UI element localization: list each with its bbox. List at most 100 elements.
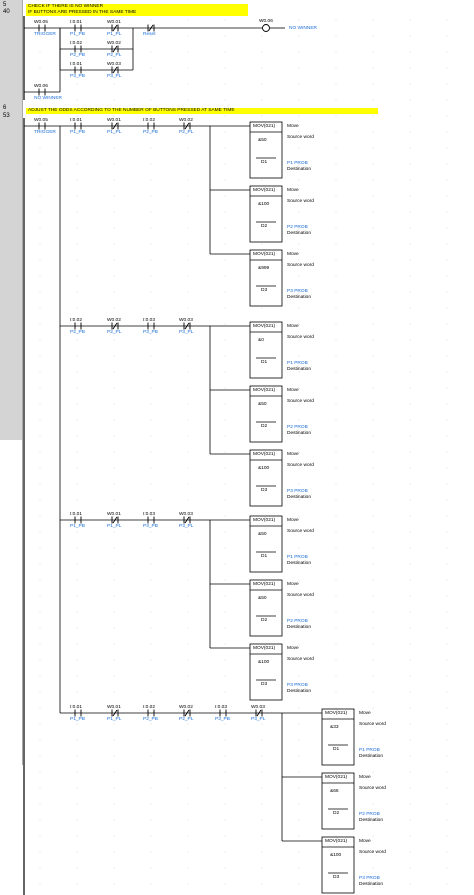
rung-6-group-2-contact-2[interactable] xyxy=(111,322,119,330)
rung-6-group-4-mov-2-block[interactable] xyxy=(321,772,355,830)
rung-6-group-2-mov-2-block[interactable] xyxy=(249,385,283,443)
rung-6-group-2-contact-4[interactable] xyxy=(183,322,191,330)
grid-dot xyxy=(224,243,226,245)
grid-dot xyxy=(39,19,41,21)
grid-dot xyxy=(224,355,226,357)
rung-6-group-3-contact-3[interactable] xyxy=(147,516,155,524)
grid-dot xyxy=(187,227,189,229)
grid-dot xyxy=(150,195,152,197)
grid-dot xyxy=(150,883,152,885)
rung-6-group-4-contact-5[interactable] xyxy=(219,709,227,717)
grid-dot xyxy=(224,371,226,373)
mov-source-value: &0 xyxy=(258,338,264,343)
rung-5-trigger-contact-address: W0.05 xyxy=(34,20,48,25)
grid-dot xyxy=(150,163,152,165)
grid-dot xyxy=(224,707,226,709)
grid-dot xyxy=(261,51,263,53)
rung-5-p1-pl-contact[interactable] xyxy=(111,24,119,32)
grid-dot xyxy=(372,611,374,613)
grid-dot xyxy=(187,851,189,853)
grid-dot xyxy=(261,35,263,37)
rung-6-group-4-contact-6[interactable] xyxy=(255,709,263,717)
rung-6-group-4-mov-1-block[interactable] xyxy=(321,708,355,766)
grid-dot xyxy=(39,627,41,629)
grid-dot xyxy=(298,867,300,869)
grid-dot xyxy=(335,131,337,133)
rung-6-group-2-mov-3-block[interactable] xyxy=(249,449,283,507)
grid-dot xyxy=(446,179,448,181)
mov-source-value: &50 xyxy=(258,532,267,537)
grid-dot xyxy=(409,803,411,805)
rung-5-p3-pl-contact[interactable] xyxy=(111,66,119,74)
grid-dot xyxy=(150,819,152,821)
grid-dot xyxy=(76,691,78,693)
mov-source-description: Source word xyxy=(287,463,314,468)
mov-destination-value: D3 xyxy=(333,875,340,880)
rung-5-trigger-contact[interactable] xyxy=(38,24,46,32)
grid-dot xyxy=(39,659,41,661)
rung-6-group-3-mov-2-block[interactable] xyxy=(249,579,283,637)
rung-6-group-1-contact-1[interactable] xyxy=(74,122,82,130)
grid-dot xyxy=(372,307,374,309)
rung-6-group-4-contact-2[interactable] xyxy=(111,709,119,717)
grid-dot xyxy=(409,371,411,373)
grid-dot xyxy=(39,51,41,53)
rung-6-group-4-contact-3[interactable] xyxy=(147,709,155,717)
grid-dot xyxy=(298,515,300,517)
rung-6-group-3-contact-1[interactable] xyxy=(74,516,82,524)
rung-6-group-1-contact-2[interactable] xyxy=(111,122,119,130)
mov-source-description: Source word xyxy=(287,263,314,268)
rung-6-group-1-mov-1-block[interactable] xyxy=(249,121,283,179)
rung-5-no-winner-coil[interactable] xyxy=(262,24,270,32)
grid-dot xyxy=(150,707,152,709)
rung-6-group-2-contact-1[interactable] xyxy=(74,322,82,330)
rung-5-seal-contact[interactable] xyxy=(38,88,46,96)
grid-dot xyxy=(39,739,41,741)
grid-dot xyxy=(76,83,78,85)
rung-6-group-3-contact-2[interactable] xyxy=(111,516,119,524)
grid-dot xyxy=(76,851,78,853)
rung-5-p1-pb-contact[interactable] xyxy=(74,24,82,32)
rung-6-group-1-contact-4[interactable] xyxy=(183,122,191,130)
rung-6-group-4-contact-1[interactable] xyxy=(74,709,82,717)
mov-move-description: Move xyxy=(359,775,371,780)
rung-6-group-4-mov-3-block[interactable] xyxy=(321,836,355,894)
rung-6-group-1-mov-2-block[interactable] xyxy=(249,185,283,243)
grid-dot xyxy=(446,819,448,821)
grid-dot xyxy=(372,163,374,165)
grid-dot xyxy=(298,339,300,341)
rung-6-group-3-contact-4[interactable] xyxy=(183,516,191,524)
rung-6-group-1-contact-3[interactable] xyxy=(147,122,155,130)
mov-instruction-label: MOV(021) xyxy=(253,582,276,587)
grid-dot xyxy=(39,339,41,341)
grid-dot xyxy=(113,195,115,197)
rung-6-trigger-contact[interactable] xyxy=(38,122,46,130)
rung-5-reset-contact[interactable] xyxy=(147,24,155,32)
grid-dot xyxy=(446,579,448,581)
grid-dot xyxy=(187,515,189,517)
rung-6-group-2-mov-1-block[interactable] xyxy=(249,321,283,379)
grid-dot xyxy=(298,787,300,789)
rung-5-p2-pb-contact[interactable] xyxy=(74,45,82,53)
grid-dot xyxy=(372,595,374,597)
rung-6-group-4-contact-4[interactable] xyxy=(183,709,191,717)
rung-5-p3-pb-contact[interactable] xyxy=(74,66,82,74)
mov-source-value: &50 xyxy=(258,138,267,143)
grid-dot xyxy=(298,355,300,357)
grid-dot xyxy=(446,643,448,645)
rung-5-p2-pl-contact[interactable] xyxy=(111,45,119,53)
grid-dot xyxy=(113,515,115,517)
grid-dot xyxy=(76,291,78,293)
grid-dot xyxy=(224,451,226,453)
rung-6-group-3-mov-1-block[interactable] xyxy=(249,515,283,573)
grid-dot xyxy=(150,803,152,805)
mov-move-description: Move xyxy=(287,646,299,651)
grid-dot xyxy=(76,179,78,181)
grid-dot xyxy=(187,211,189,213)
rung-6-group-2-contact-3[interactable] xyxy=(147,322,155,330)
rung-6-group-3-mov-3-block[interactable] xyxy=(249,643,283,701)
rung-6-group-1-mov-3-block[interactable] xyxy=(249,249,283,307)
grid-dot xyxy=(187,339,189,341)
grid-dot xyxy=(224,851,226,853)
grid-dot xyxy=(113,51,115,53)
